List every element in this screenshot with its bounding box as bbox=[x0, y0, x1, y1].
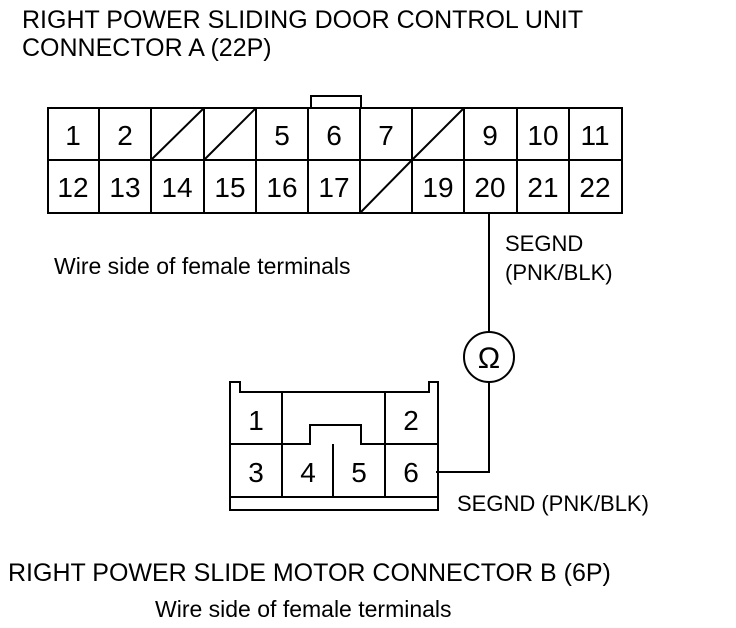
pin-b4: 4 bbox=[300, 457, 316, 488]
pin-a20: 20 bbox=[474, 172, 505, 203]
pin-b6: 6 bbox=[403, 457, 419, 488]
empty-cavity-mark bbox=[203, 107, 257, 161]
empty-cavity-mark bbox=[150, 107, 205, 161]
connector-a-wire-label-line2: (PNK/BLK) bbox=[505, 260, 613, 285]
connector-b-title: RIGHT POWER SLIDE MOTOR CONNECTOR B (6P) bbox=[8, 559, 611, 587]
pin-a13: 13 bbox=[109, 172, 140, 203]
connector-a-title-line2: CONNECTOR A (22P) bbox=[22, 34, 272, 62]
pin-a10: 10 bbox=[527, 120, 558, 151]
pin-a15: 15 bbox=[214, 172, 245, 203]
empty-cavity-mark bbox=[411, 107, 465, 161]
wire-meter-to-b bbox=[436, 382, 490, 473]
connector-b-body bbox=[229, 381, 439, 511]
pin-a19: 19 bbox=[422, 172, 453, 203]
connector-a bbox=[47, 95, 623, 214]
connector-a-wire-label-line1: SEGND bbox=[505, 231, 584, 256]
pin-a21: 21 bbox=[527, 172, 558, 203]
connector-a-lock-tab bbox=[310, 95, 362, 109]
pin-a17: 17 bbox=[318, 172, 349, 203]
pin-a14: 14 bbox=[161, 172, 192, 203]
pin-a1: 1 bbox=[65, 120, 81, 151]
pin-a12: 12 bbox=[57, 172, 88, 203]
pin-b2: 2 bbox=[403, 405, 419, 436]
connector-b bbox=[229, 381, 439, 511]
connector-b-caption: Wire side of female terminals bbox=[155, 596, 452, 622]
pin-a11: 11 bbox=[580, 120, 609, 151]
pin-b5: 5 bbox=[351, 457, 367, 488]
pin-a5: 5 bbox=[274, 120, 290, 151]
pin-a9: 9 bbox=[482, 120, 498, 151]
pin-a2: 2 bbox=[117, 120, 133, 151]
pin-a22: 22 bbox=[579, 172, 610, 203]
pin-b3: 3 bbox=[248, 457, 264, 488]
empty-cavity-mark bbox=[359, 159, 413, 214]
pin-a6: 6 bbox=[326, 120, 342, 151]
pin-b1: 1 bbox=[248, 405, 264, 436]
ohm-symbol: Ω bbox=[478, 342, 500, 375]
pin-a7: 7 bbox=[378, 120, 394, 151]
connector-a-caption: Wire side of female terminals bbox=[54, 253, 351, 279]
pin-a16: 16 bbox=[266, 172, 297, 203]
connector-a-title-line1: RIGHT POWER SLIDING DOOR CONTROL UNIT bbox=[22, 6, 584, 34]
connector-b-lock-tab bbox=[282, 424, 385, 445]
connector-b-wire-label: SEGND (PNK/BLK) bbox=[457, 491, 649, 516]
